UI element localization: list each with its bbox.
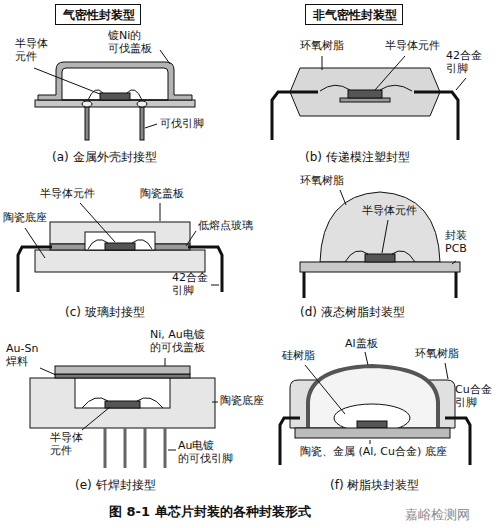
part-label: 半导体元件	[362, 205, 417, 218]
part-label: Cu合金 引脚	[455, 384, 495, 410]
part-label: 硅树脂	[282, 350, 315, 363]
part-label: 环氧树脂	[415, 348, 459, 361]
watermark: 嘉峪检测网	[405, 507, 470, 522]
sub-caption: (c) 玻璃封接型	[65, 305, 145, 319]
header-text: 非气密性封装型	[313, 8, 395, 22]
liquid-resin-package	[300, 190, 460, 298]
part-label: 低熔点玻璃	[198, 220, 253, 233]
part-label: 陶瓷底座	[220, 395, 264, 408]
part-label: 陶瓷盖板	[140, 188, 184, 201]
sub-caption: (e) 钎焊封接型	[75, 478, 156, 492]
part-label: Ni, Au电镀 的可伐盖板	[150, 329, 214, 355]
group-header-box: 气密性封装型	[55, 4, 141, 25]
part-label: 环氧树脂	[300, 175, 344, 188]
resin-block-package	[280, 352, 470, 465]
figure-caption: 图 8-1 单芯片封装的各种封装形式	[109, 504, 311, 519]
part-label: 可伐引脚	[160, 118, 204, 131]
part-label: 半导体 元件	[15, 38, 51, 64]
header-text: 气密性封装型	[63, 8, 133, 22]
part-label: 半导体元件	[40, 188, 95, 201]
part-label: 镀Ni的 可伐盖板	[108, 30, 158, 56]
group-header-box: 非气密性封装型	[305, 4, 403, 25]
part-label: 42合金 引脚	[172, 272, 212, 298]
part-label: Au电镀 的可伐引脚	[178, 440, 238, 466]
part-label: 42合金 引脚	[446, 50, 486, 76]
part-label: 陶瓷底座	[3, 212, 47, 225]
part-label: 半导体元件	[385, 40, 440, 53]
sub-caption: (a) 金属外壳封接型	[52, 150, 157, 164]
part-label: 封装 PCB	[445, 230, 477, 256]
part-label: Au-Sn 焊料	[6, 343, 44, 369]
sub-caption: (b) 传递模注塑封型	[305, 150, 410, 164]
part-label: 环氧树脂	[300, 40, 344, 53]
sub-caption: (f) 树脂块封装型	[330, 478, 419, 492]
part-label: 半导体 元件	[50, 432, 86, 458]
part-label: Al盖板	[345, 338, 378, 351]
transfer-mold-package	[272, 56, 466, 140]
sub-caption: (d) 液态树脂封装型	[300, 305, 405, 319]
part-label: 陶瓷、金属 (Al, Cu合金) 底座	[300, 446, 447, 459]
